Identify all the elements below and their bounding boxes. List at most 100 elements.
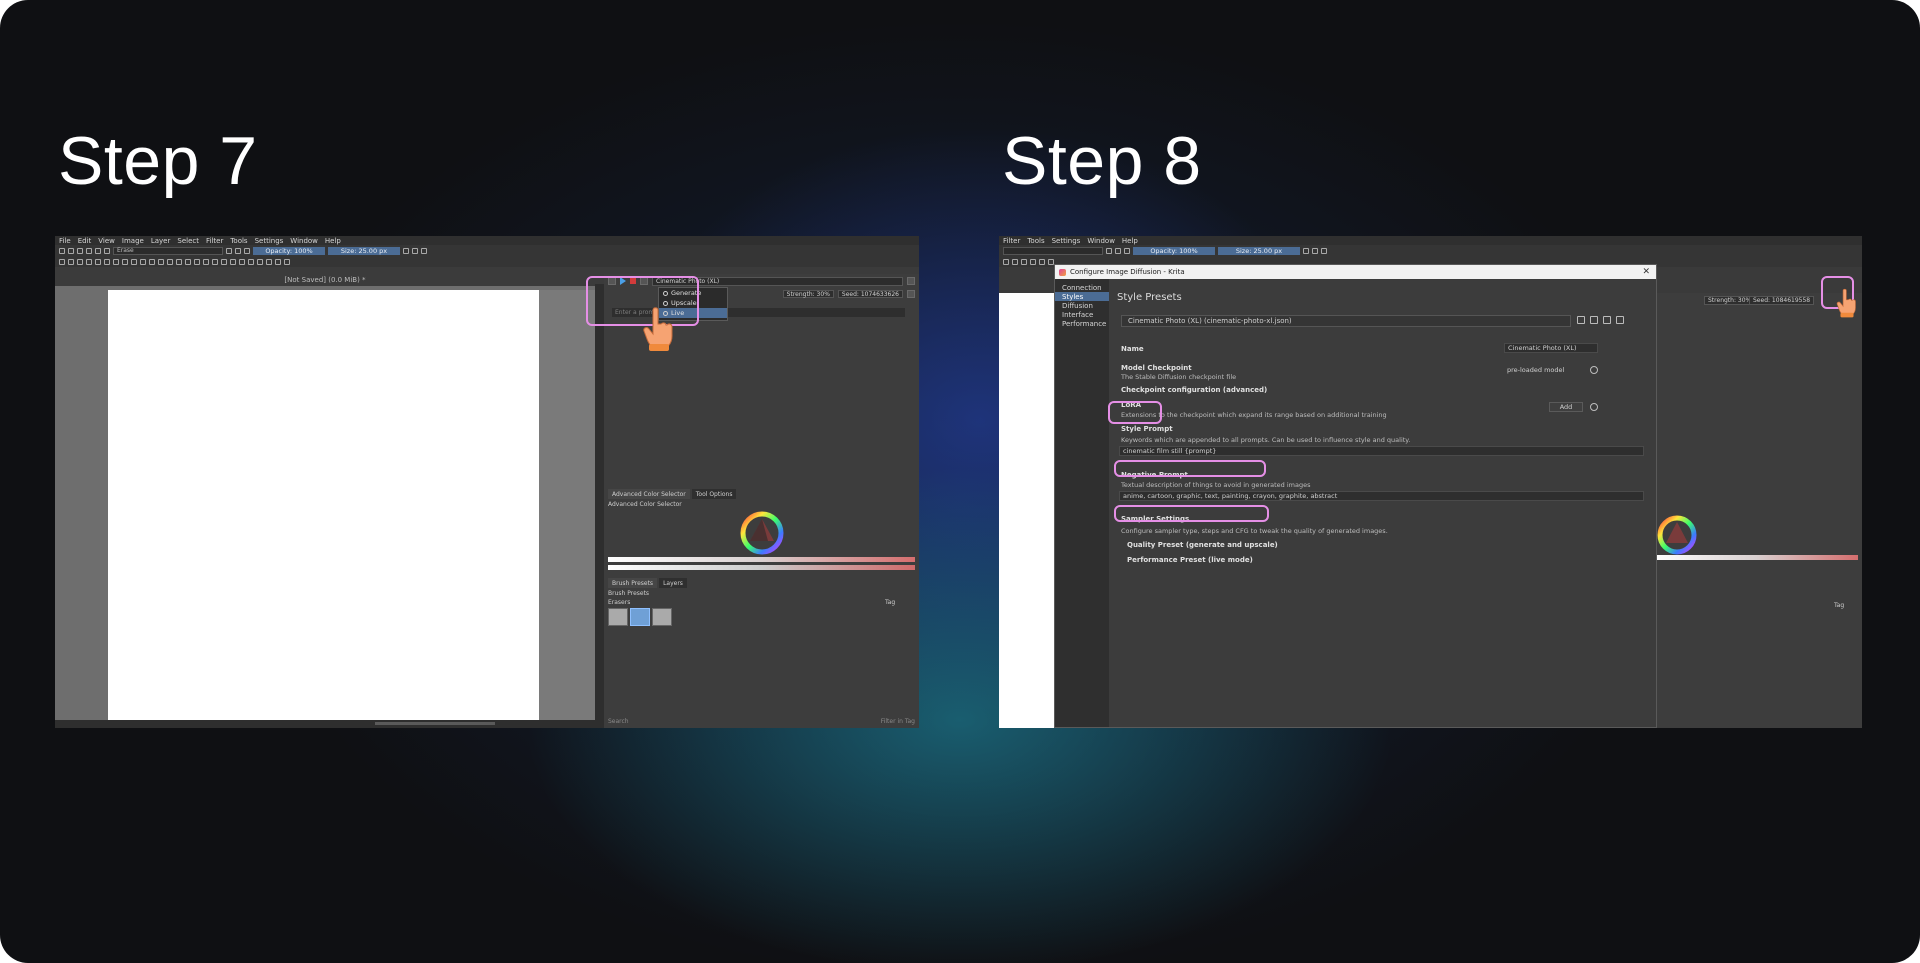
polygon-tool-icon[interactable] — [131, 258, 137, 265]
mirror-h-icon-8[interactable] — [1303, 247, 1309, 254]
rectangle-tool-icon[interactable] — [113, 258, 119, 265]
reload-icon-8[interactable] — [1124, 247, 1130, 254]
ellipse-tool-icon[interactable] — [122, 258, 128, 265]
pattern-icon[interactable] — [95, 247, 101, 254]
canvas-left-visible[interactable] — [999, 293, 1055, 728]
vertical-scrollbar[interactable] — [595, 284, 604, 720]
refresh-lora-icon[interactable] — [1590, 403, 1598, 411]
color-gradient-bar-2[interactable] — [608, 565, 915, 570]
open-folder-icon[interactable] — [1616, 316, 1624, 324]
tab-brush-presets[interactable]: Brush Presets — [608, 578, 658, 588]
crop-tool-icon[interactable] — [176, 258, 182, 265]
sidebar-item-connection[interactable]: Connection — [1062, 283, 1102, 292]
mirror-v-icon-8[interactable] — [1312, 247, 1318, 254]
scroll-thumb[interactable] — [375, 722, 495, 725]
canvas[interactable] — [108, 290, 539, 720]
refresh-model-icon[interactable] — [1590, 366, 1598, 374]
play-icon[interactable] — [620, 277, 626, 285]
menu-window[interactable]: Window — [290, 236, 318, 245]
blend-mode-select-8[interactable] — [1003, 246, 1103, 255]
polyline-tool-icon[interactable] — [140, 258, 146, 265]
random-seed-icon[interactable] — [907, 290, 915, 298]
stop-icon[interactable] — [630, 278, 636, 284]
new-icon[interactable] — [59, 247, 65, 254]
menu-tools[interactable]: Tools — [230, 236, 248, 245]
model-select[interactable]: pre-loaded model — [1503, 365, 1577, 375]
color-gradient-bar-8[interactable] — [1654, 555, 1858, 560]
save-icon[interactable] — [77, 247, 83, 254]
dynamic-brush-icon[interactable] — [167, 258, 173, 265]
refresh-presets-icon[interactable] — [1603, 316, 1611, 324]
edit-shapes-icon[interactable] — [77, 258, 83, 265]
menu-edit[interactable]: Edit — [77, 236, 92, 245]
tag-select-8[interactable]: Tag — [1834, 602, 1845, 609]
negative-prompt-input[interactable]: anime, cartoon, graphic, text, painting,… — [1119, 491, 1644, 501]
menu-tools-8[interactable]: Tools — [1027, 236, 1045, 245]
tab-tool-options[interactable]: Tool Options — [691, 489, 737, 499]
blend-mode-select[interactable]: Erase — [113, 246, 223, 255]
style-prompt-input[interactable]: cinematic film still {prompt} — [1119, 446, 1644, 456]
canvas-area[interactable] — [55, 286, 595, 720]
color-gradient-bar[interactable] — [608, 557, 915, 562]
tool-icon-a[interactable] — [1003, 258, 1009, 265]
wrap-icon[interactable] — [421, 247, 427, 254]
menu-image[interactable]: Image — [121, 236, 144, 245]
menu-settings-8[interactable]: Settings — [1051, 236, 1081, 245]
menu-help[interactable]: Help — [324, 236, 341, 245]
transform-tool-icon[interactable] — [194, 258, 200, 265]
color-wheel[interactable] — [739, 510, 785, 556]
checkpoint-config-toggle[interactable]: Checkpoint configuration (advanced) — [1121, 386, 1268, 394]
wrap-icon-8[interactable] — [1321, 247, 1327, 254]
sidebar-item-diffusion[interactable]: Diffusion — [1062, 301, 1093, 310]
opacity-slider[interactable]: Opacity: 100% — [253, 246, 325, 255]
filter-in-tag-checkbox[interactable]: Filter in Tag — [880, 718, 915, 725]
sidebar-item-interface[interactable]: Interface — [1062, 310, 1094, 319]
bezier-tool-icon[interactable] — [149, 258, 155, 265]
fill-tool-icon[interactable] — [203, 258, 209, 265]
alpha-lock-icon-8[interactable] — [1115, 247, 1121, 254]
brush-preset-eraser-hard[interactable] — [652, 608, 672, 626]
brush-search-input[interactable]: Search — [608, 718, 629, 725]
seed-spinbox-8[interactable]: Seed: 1084619558 — [1749, 296, 1815, 305]
menu-window-8[interactable]: Window — [1087, 236, 1115, 245]
sidebar-item-styles[interactable]: Styles — [1055, 292, 1109, 301]
menu-help-8[interactable]: Help — [1121, 236, 1138, 245]
name-input[interactable]: Cinematic Photo (XL) — [1504, 343, 1598, 353]
add-lora-button[interactable]: Add — [1549, 402, 1583, 412]
opacity-slider-8[interactable]: Opacity: 100% — [1133, 246, 1215, 255]
strength-spinbox[interactable]: Strength: 30% — [782, 290, 834, 298]
sidebar-item-performance[interactable]: Performance — [1062, 319, 1107, 328]
delete-preset-icon[interactable] — [1590, 316, 1598, 324]
color-picker-icon[interactable] — [221, 258, 227, 265]
gradient-icon[interactable] — [86, 247, 92, 254]
tab-layers[interactable]: Layers — [659, 578, 687, 588]
menu-layer[interactable]: Layer — [150, 236, 171, 245]
select-tool-icon[interactable] — [59, 258, 65, 265]
brush-filter-select[interactable]: Erasers — [608, 599, 631, 606]
tool-icon-c[interactable] — [1021, 258, 1027, 265]
menu-settings[interactable]: Settings — [254, 236, 284, 245]
style-preset-select[interactable]: Cinematic Photo (XL) (cinematic-photo-xl… — [1121, 315, 1571, 327]
tool-icon-d[interactable] — [1030, 258, 1036, 265]
add-preset-icon[interactable] — [1577, 316, 1585, 324]
alpha-lock-icon[interactable] — [235, 247, 241, 254]
gradient-tool-icon[interactable] — [212, 258, 218, 265]
text-tool-icon[interactable] — [68, 258, 74, 265]
tool-icon-b[interactable] — [1012, 258, 1018, 265]
tab-advanced-color-selector[interactable]: Advanced Color Selector — [608, 489, 690, 499]
freehand-path-icon[interactable] — [158, 258, 164, 265]
settings-gear-icon[interactable] — [907, 277, 915, 285]
tool-icon-e[interactable] — [1039, 258, 1045, 265]
quality-preset-toggle[interactable]: Quality Preset (generate and upscale) — [1127, 541, 1278, 549]
tool-icon-f[interactable] — [1048, 258, 1054, 265]
mirror-h-icon[interactable] — [403, 247, 409, 254]
size-slider-8[interactable]: Size: 25.00 px — [1218, 246, 1300, 255]
open-icon[interactable] — [68, 247, 74, 254]
line-tool-icon[interactable] — [104, 258, 110, 265]
brush-preset-icon[interactable] — [104, 247, 110, 254]
rect-select-icon[interactable] — [239, 258, 245, 265]
ellipse-select-icon[interactable] — [248, 258, 254, 265]
menu-select[interactable]: Select — [177, 236, 199, 245]
style-select[interactable]: Cinematic Photo (XL) — [652, 276, 903, 286]
reload-icon[interactable] — [244, 247, 250, 254]
